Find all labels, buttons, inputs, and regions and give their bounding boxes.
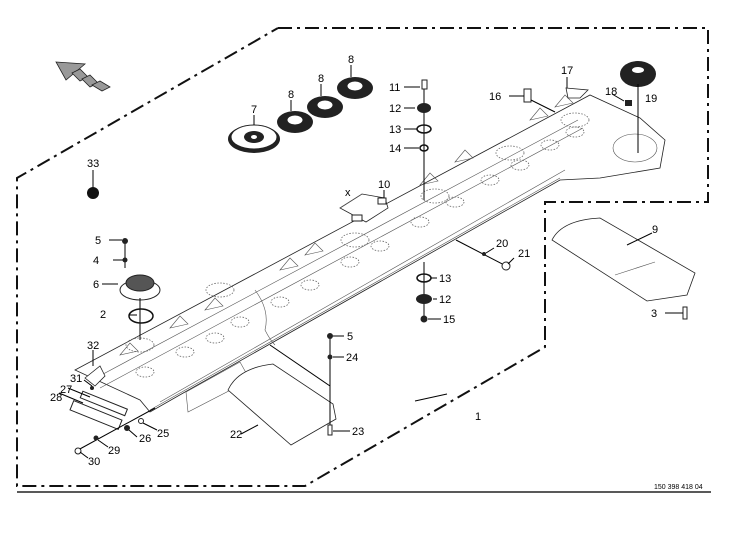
gear-8c [337, 77, 373, 99]
guide-17 [565, 87, 589, 99]
callout-22[interactable]: 22 [230, 429, 242, 441]
callout-12a[interactable]: 12 [389, 103, 401, 115]
plug-18 [625, 100, 632, 106]
callout-28[interactable]: 28 [50, 392, 62, 404]
callout-labels: 1 2 3 4 5 5 6 7 8 8 8 9 10 11 12 12 13 1… [50, 54, 658, 468]
callout-13b[interactable]: 13 [439, 273, 451, 285]
callout-8b[interactable]: 8 [318, 73, 324, 85]
callout-9[interactable]: 9 [652, 224, 658, 236]
skid-plate-22 [227, 333, 337, 446]
callout-15[interactable]: 15 [443, 314, 455, 326]
callout-13a[interactable]: 13 [389, 124, 401, 136]
callout-1[interactable]: 1 [475, 411, 481, 423]
travel-direction-arrow-icon [55, 61, 111, 92]
gear-7 [228, 124, 280, 153]
callout-11[interactable]: 11 [389, 82, 400, 94]
left-end-parts [69, 365, 156, 455]
callout-12b[interactable]: 12 [439, 294, 451, 306]
callout-20[interactable]: 20 [496, 238, 508, 250]
grease-point-33 [87, 187, 99, 199]
callout-33[interactable]: 33 [87, 158, 99, 170]
skid-plate-9 [551, 217, 696, 320]
callout-27[interactable]: 27 [60, 384, 72, 396]
callout-8a[interactable]: 8 [288, 89, 294, 101]
callout-14[interactable]: 14 [389, 143, 401, 155]
callout-5b[interactable]: 5 [347, 331, 353, 343]
callout-5a[interactable]: 5 [95, 235, 101, 247]
assembly-boundary [16, 27, 709, 487]
callout-18[interactable]: 18 [605, 86, 617, 98]
document-number: 150 398 418 04 [654, 484, 703, 491]
callout-8c[interactable]: 8 [348, 54, 354, 66]
callout-25[interactable]: 25 [157, 428, 169, 440]
callout-7[interactable]: 7 [251, 104, 257, 116]
callout-3[interactable]: 3 [651, 308, 657, 320]
callout-24[interactable]: 24 [346, 352, 358, 364]
callout-30[interactable]: 30 [88, 456, 100, 468]
gear-19 [620, 61, 656, 153]
callout-32[interactable]: 32 [87, 340, 99, 352]
callout-4[interactable]: 4 [93, 255, 99, 267]
callout-23[interactable]: 23 [352, 426, 364, 438]
dimension-x-label: x [345, 187, 351, 199]
callout-16[interactable]: 16 [489, 91, 501, 103]
disc-hub-stack [119, 238, 161, 340]
callout-10[interactable]: 10 [378, 179, 390, 191]
center-bearing-stack [416, 79, 432, 323]
callout-21[interactable]: 21 [518, 248, 530, 260]
callout-31[interactable]: 31 [70, 373, 82, 385]
callout-19[interactable]: 19 [645, 93, 657, 105]
callout-17[interactable]: 17 [561, 65, 573, 77]
callout-6[interactable]: 6 [93, 279, 99, 291]
callout-2[interactable]: 2 [100, 309, 106, 321]
gear-8b [307, 96, 343, 118]
bracket-10 [339, 193, 389, 223]
callout-26[interactable]: 26 [139, 433, 151, 445]
leader-lines [58, 65, 683, 459]
gear-8a [277, 111, 313, 133]
callout-29[interactable]: 29 [108, 445, 120, 457]
